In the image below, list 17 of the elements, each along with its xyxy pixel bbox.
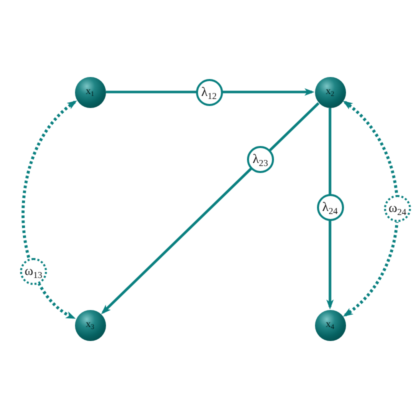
node-label: x$_{3}$ bbox=[86, 320, 94, 330]
arrow bbox=[101, 102, 320, 314]
dotted-arrow bbox=[342, 100, 399, 317]
arrow bbox=[326, 108, 334, 310]
node-label: x$_{1}$ bbox=[86, 87, 94, 97]
edge-label: ω$_{13}$ bbox=[20, 258, 47, 286]
sphere-node bbox=[314, 310, 346, 340]
dotted-arrow bbox=[22, 100, 77, 320]
sphere-node bbox=[74, 310, 106, 340]
node-label: x$_{2}$ bbox=[326, 87, 334, 97]
node-label: x$_{4}$ bbox=[326, 320, 334, 330]
edge-label: ω$_{24}$ bbox=[384, 195, 411, 222]
edge-label: λ$_{23}$ bbox=[246, 146, 274, 174]
sphere-node bbox=[74, 76, 106, 108]
sphere-node bbox=[314, 76, 346, 108]
edge-label: λ$_{24}$ bbox=[316, 194, 344, 221]
edge-label: λ$_{12}$ bbox=[196, 78, 222, 106]
